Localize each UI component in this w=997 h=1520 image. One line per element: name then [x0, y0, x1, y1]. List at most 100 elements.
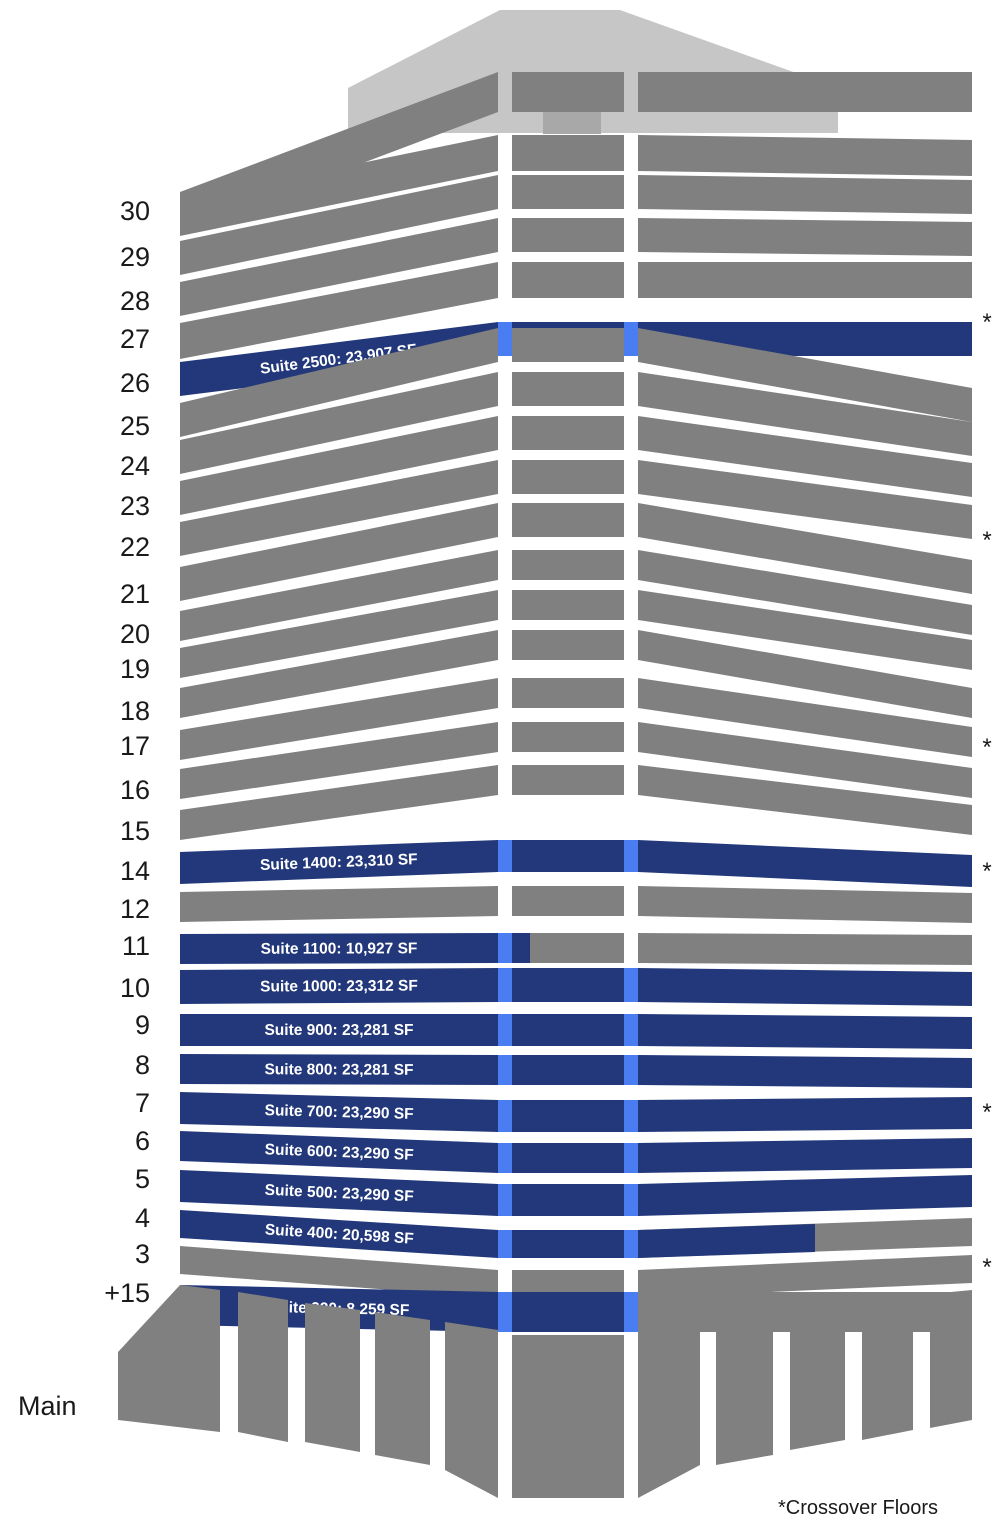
- crossover-star-14: *: [982, 858, 991, 885]
- suite-label-700[interactable]: Suite 700: 23,290 SF: [264, 1102, 413, 1123]
- floor-21: [180, 503, 972, 601]
- floor-label: 27: [120, 324, 150, 354]
- floor-11: Suite 1100: 10,927 SF: [180, 933, 972, 965]
- floor-label: 19: [120, 654, 150, 684]
- floor-label: +15: [104, 1278, 150, 1308]
- floor-19: [180, 590, 972, 678]
- floor-core: [512, 886, 624, 916]
- suite-label-800[interactable]: Suite 800: 23,281 SF: [264, 1061, 413, 1078]
- floor-label: 3: [135, 1239, 150, 1269]
- floor-right-wing: [638, 135, 972, 176]
- floor-left-wing: [180, 550, 498, 641]
- floor-label: 26: [120, 368, 150, 398]
- crossover-star-7: *: [982, 1099, 991, 1126]
- suite-core: [512, 1143, 624, 1173]
- floor-12: [180, 886, 972, 923]
- floor-23: [180, 416, 972, 515]
- podium-pier: [118, 1285, 220, 1432]
- floor-core: [512, 630, 624, 660]
- floor-15: [180, 765, 972, 840]
- floor-core: [512, 72, 624, 112]
- core-stripe-right: [624, 1143, 638, 1173]
- core-stripe-left: [498, 1055, 512, 1085]
- suite-label-1400[interactable]: Suite 1400: 23,310 SF: [260, 851, 418, 874]
- floor-right-wing: [638, 550, 972, 635]
- floor-28: [180, 218, 972, 316]
- floor-right-wing: [638, 590, 972, 670]
- floor-label: 29: [120, 242, 150, 272]
- floor-right-wing: [638, 1014, 972, 1049]
- podium-pier: [862, 1296, 913, 1440]
- podium-pier: [445, 1322, 498, 1498]
- core-stripe-left: [498, 1230, 512, 1258]
- floor-left-wing: [180, 1014, 498, 1046]
- crossover-marks: ******: [982, 309, 991, 1281]
- floor-right-wing: [638, 218, 972, 256]
- floor-labels: 3029282726252423222120191817161514121110…: [18, 196, 150, 1421]
- core-stripe-left: [498, 840, 512, 872]
- podium-pier: [375, 1312, 430, 1465]
- floor-left-wing: [180, 416, 498, 515]
- floor-27: [180, 262, 972, 359]
- podium: [118, 1285, 972, 1498]
- floor-label: 5: [135, 1164, 150, 1194]
- floor-core: [512, 678, 624, 708]
- floor-left-wing: [180, 322, 498, 396]
- floor-right-wing: [638, 1097, 972, 1132]
- suite-right-partial: [638, 1224, 815, 1258]
- core-stripe-right: [624, 840, 638, 872]
- floor-right-wing: [638, 933, 972, 965]
- floor-label: 16: [120, 775, 150, 805]
- podium-pier: [638, 1322, 700, 1498]
- floor-core: [512, 328, 624, 362]
- floor-left-wing: [180, 765, 498, 840]
- suite-core: [512, 1014, 624, 1046]
- core-stripe-right: [624, 322, 638, 356]
- crossover-star-3: *: [982, 1254, 991, 1281]
- core-stripe-right: [624, 1055, 638, 1085]
- floor-left-wing: [180, 1210, 498, 1258]
- podium-pier: [716, 1312, 773, 1465]
- floor-right-wing: [638, 840, 972, 887]
- core-stripe-left: [498, 1143, 512, 1173]
- suite-core: [512, 1100, 624, 1132]
- floor-right-wing: [638, 372, 972, 456]
- podium-pier: [512, 1335, 624, 1498]
- suite-label-500[interactable]: Suite 500: 23,290 SF: [264, 1182, 414, 1206]
- floor-left-wing: [180, 175, 498, 275]
- floor-24: [180, 372, 972, 474]
- floor-right-wing: [638, 72, 972, 112]
- floor-left-wing: [180, 886, 498, 922]
- podium-pier: [238, 1292, 288, 1442]
- floor-core: [512, 765, 624, 795]
- floor-right-wing: [638, 765, 972, 835]
- floor-core: [512, 590, 624, 620]
- suite-label-1000[interactable]: Suite 1000: 23,312 SF: [260, 978, 418, 996]
- floor-right-wing: [638, 460, 972, 539]
- floor-left-wing: [180, 678, 498, 760]
- suite-core: [512, 1184, 624, 1216]
- core-stripe-right: [624, 1292, 638, 1332]
- floor-left-wing: [180, 218, 498, 316]
- crossover-star-27: *: [982, 309, 991, 336]
- core-stripe-right: [624, 968, 638, 1002]
- suite-label-900[interactable]: Suite 900: 23,281 SF: [264, 1022, 413, 1039]
- floor-left-wing: [180, 1054, 498, 1085]
- floor-label: 21: [120, 579, 150, 609]
- core-stripe-right: [624, 1100, 638, 1132]
- floor-left-wing: [180, 722, 498, 799]
- floor-right-wing: [638, 722, 972, 798]
- floor-9: Suite 900: 23,281 SF: [180, 1014, 972, 1049]
- core-stripe-left: [498, 1014, 512, 1046]
- floor-29: [180, 175, 972, 275]
- suite-label-1100[interactable]: Suite 1100: 10,927 SF: [261, 940, 418, 957]
- floor-label: 4: [135, 1203, 150, 1233]
- suite-label-600[interactable]: Suite 600: 23,290 SF: [264, 1141, 414, 1164]
- floor-label: 30: [120, 196, 150, 226]
- floor-core: [512, 503, 624, 537]
- floor-5: Suite 500: 23,290 SF: [180, 1170, 972, 1216]
- floor-30: [180, 135, 972, 236]
- floor-4: Suite 400: 20,598 SF: [180, 1210, 972, 1258]
- suite-core: [512, 933, 530, 963]
